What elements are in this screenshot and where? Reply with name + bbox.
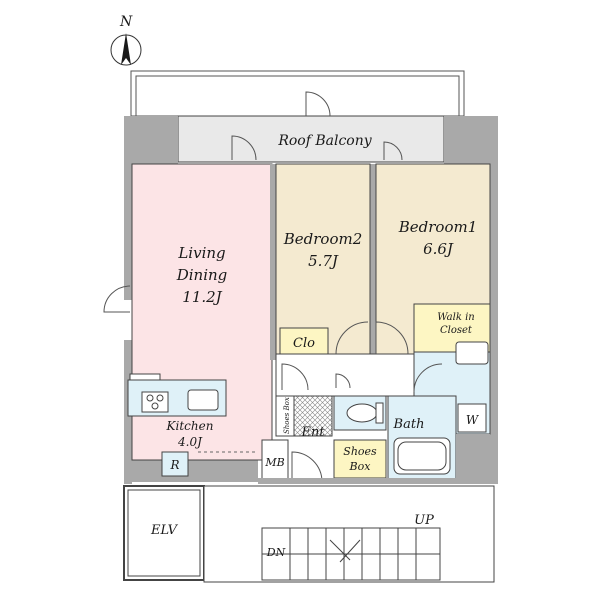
shoes-box-line1: Shoes <box>343 445 377 458</box>
balcony-window-swing <box>231 135 257 161</box>
shoes-box-line2: Box <box>349 460 372 473</box>
stairs-down-label: DN <box>266 546 286 559</box>
bedroom2-door-swing <box>335 321 369 355</box>
living-side-door-swing <box>103 285 131 313</box>
hall-door-swing <box>281 363 309 391</box>
bath-wall <box>456 434 490 482</box>
exterior-walls <box>124 116 498 484</box>
dining-label: Dining <box>176 266 228 284</box>
entrance-floor <box>293 395 333 437</box>
shoes-box-small-label: Shoes Box <box>283 397 291 434</box>
washer-label: W <box>466 413 480 427</box>
bedroom1-label: Bedroom1 <box>398 218 478 236</box>
entrance-door-swing <box>291 451 323 483</box>
stove-icon <box>141 391 169 413</box>
walk-in-closet <box>413 303 491 353</box>
toilet-door-swing <box>335 373 351 389</box>
roof-balcony <box>177 115 445 163</box>
hallway <box>275 353 415 397</box>
refrigerator-label: R <box>169 458 179 472</box>
bath-label: Bath <box>393 417 425 432</box>
roof-outline <box>130 70 465 117</box>
stairs-up-label: UP <box>414 513 434 528</box>
refrigerator-space <box>161 451 189 477</box>
stairs <box>261 527 441 581</box>
living-size-label: 11.2J <box>182 288 222 306</box>
elevator <box>123 485 205 581</box>
elevator-label: ELV <box>150 523 179 538</box>
north-arrow-icon: N <box>110 14 142 66</box>
meter-box-label: MB <box>264 456 284 469</box>
closet-label: Clo <box>293 336 315 351</box>
bedroom2-label: Bedroom2 <box>283 230 363 248</box>
walk-in-closet-line1: Walk in <box>437 312 474 323</box>
sink-icon <box>187 389 219 411</box>
wash-room-door-swing <box>413 363 443 393</box>
bedroom2 <box>275 163 371 355</box>
balcony-window-swing-2 <box>383 141 403 161</box>
living-label: Living <box>177 244 225 262</box>
balcony-door-swing <box>305 91 331 117</box>
kitchen-label: Kitchen <box>166 419 214 433</box>
kitchen-shelf <box>129 373 161 381</box>
bedroom2-size-label: 5.7J <box>308 252 339 270</box>
walk-in-closet-line2: Closet <box>440 325 473 336</box>
toilet-icon <box>346 402 384 424</box>
bedroom1-size-label: 6.6J <box>423 240 454 258</box>
unit-bottom-wall <box>258 478 498 484</box>
roof-balcony-label: Roof Balcony <box>277 133 372 149</box>
kitchen-size-label: 4.0J <box>177 435 203 449</box>
bedroom2-closet <box>279 327 329 355</box>
wash-basin-icon <box>455 341 489 365</box>
bathtub-inner <box>397 441 447 471</box>
washer-space <box>457 403 487 433</box>
north-label: N <box>119 14 133 30</box>
bedroom1-door-swing <box>375 321 409 355</box>
entrance-label: Ent <box>300 425 325 440</box>
common-corridor <box>203 485 495 583</box>
